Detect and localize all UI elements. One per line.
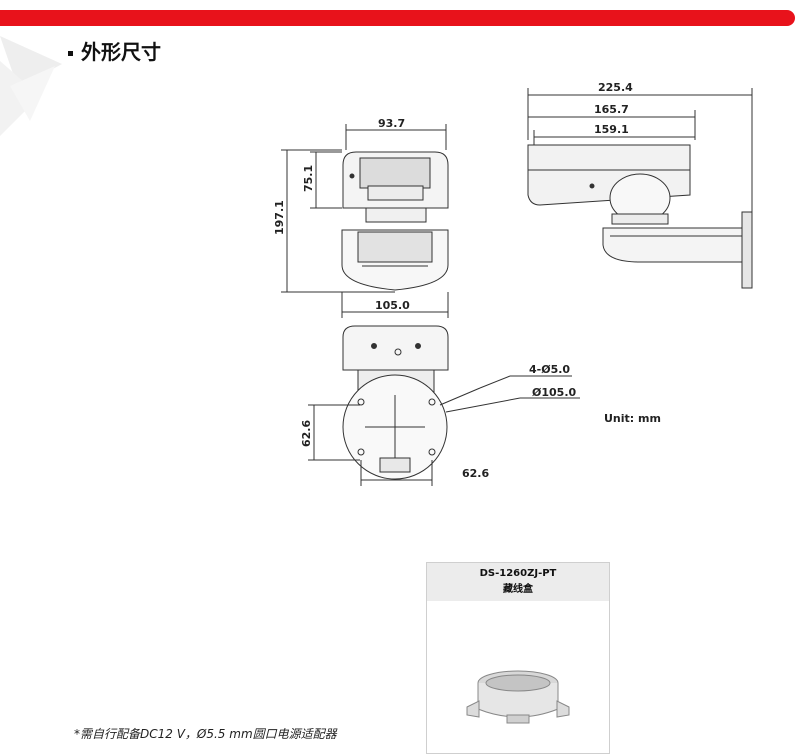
accessory-header: DS-1260ZJ-PT 藏线盒 — [427, 563, 609, 601]
dim-front-total-height: 197.1 — [273, 200, 286, 235]
dim-mount-holes: 4-Ø5.0 — [529, 363, 570, 376]
dim-mount-diameter: Ø105.0 — [532, 386, 576, 399]
corner-decoration — [0, 36, 62, 136]
accessory-card: DS-1260ZJ-PT 藏线盒 — [426, 562, 610, 754]
dim-side-short: 159.1 — [594, 123, 629, 136]
dim-mount-pitch-h: 62.6 — [462, 467, 489, 480]
dim-side-total: 225.4 — [598, 81, 633, 94]
dim-front-head-height: 75.1 — [302, 165, 315, 192]
dim-mount-pitch-v: 62.6 — [300, 420, 313, 447]
accessory-model: DS-1260ZJ-PT — [479, 568, 557, 579]
power-adapter-note: *需自行配备DC12 V，Ø5.5 mm圆口电源适配器 — [74, 727, 337, 741]
dim-side-mid: 165.7 — [594, 103, 629, 116]
bullet-icon — [68, 51, 73, 56]
section-title-text: 外形尺寸 — [81, 40, 161, 64]
dim-front-width: 93.7 — [378, 117, 405, 130]
dim-front-base-width: 105.0 — [375, 299, 410, 312]
junction-box-image — [466, 670, 570, 724]
unit-label: Unit: mm — [604, 412, 661, 425]
accessory-name: 藏线盒 — [503, 584, 533, 595]
section-title: 外形尺寸 — [68, 36, 161, 65]
dimension-drawing: 225.4 165.7 159.1 93.7 75.1 197.1 105.0 … — [273, 81, 753, 486]
header-red-bar — [0, 10, 795, 26]
